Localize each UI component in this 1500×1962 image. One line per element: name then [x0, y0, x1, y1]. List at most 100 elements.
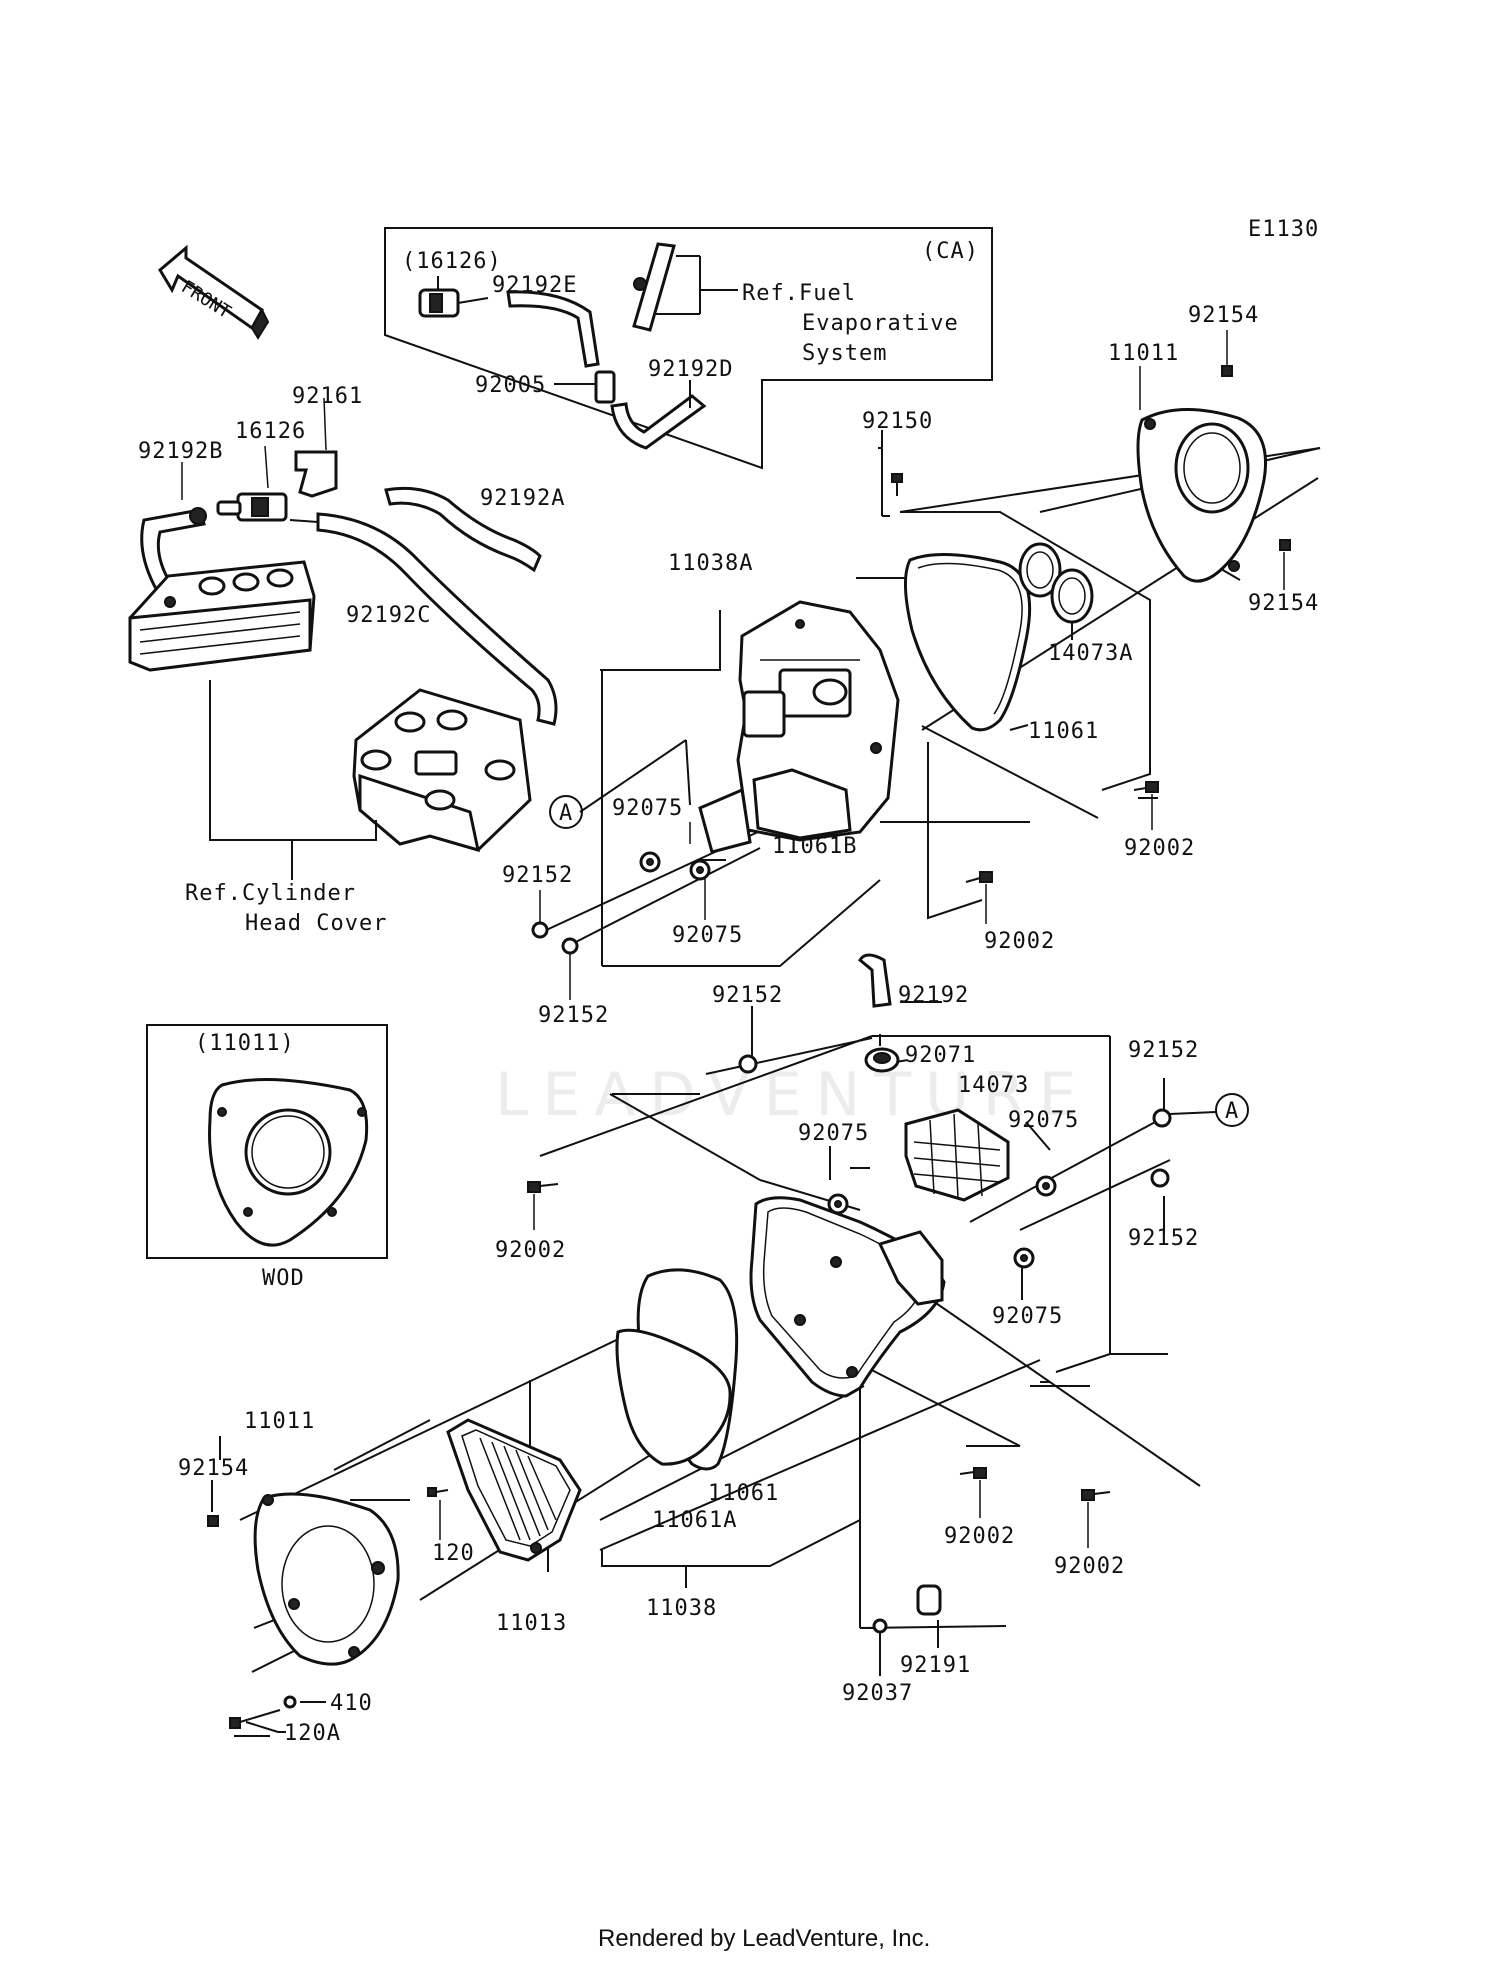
screw-92150-icon — [891, 473, 903, 496]
collar-92152-d-icon — [1152, 1108, 1172, 1128]
label-92002-b2: 92002 — [1054, 1554, 1125, 1579]
hose-e-icon — [506, 290, 600, 368]
label-92002-l: 92002 — [495, 1238, 566, 1263]
ref-cylinder-line1: Ref.Cylinder — [185, 881, 356, 906]
label-92154-top2: 92154 — [1248, 591, 1319, 616]
screw-92154-bottom-icon — [207, 1515, 219, 1527]
bolt-92002-r1-icon — [1133, 781, 1159, 830]
label-92075-c: 92075 — [798, 1121, 869, 1146]
screw-92154-top1-icon — [1221, 330, 1233, 377]
cylinder-head-cover-upper-icon — [128, 560, 316, 672]
collar-92152-c-icon — [738, 1054, 758, 1074]
callout-a-right: A — [1215, 1093, 1249, 1127]
label-92152-a: 92152 — [502, 863, 573, 888]
callout-a-right-text: A — [1225, 1099, 1239, 1124]
label-120: 120 — [432, 1541, 475, 1566]
label-11038A: 11038A — [668, 551, 753, 576]
washer-410-icon — [283, 1695, 297, 1709]
air-cleaner-base-upper-icon — [736, 600, 900, 842]
element-11061A-icon — [615, 1328, 732, 1466]
filter-14073-icon — [904, 1108, 1010, 1202]
label-92192B: 92192B — [138, 439, 223, 464]
filter-14073A-icon — [1018, 542, 1094, 624]
label-11061A: 11061A — [652, 1508, 737, 1533]
screw-120-icon — [427, 1487, 449, 1540]
hose-92192A-icon — [384, 486, 542, 573]
grommet-92075-a-icon — [639, 851, 661, 873]
air-cleaner-base-lower-icon — [749, 1196, 946, 1398]
label-92075-b: 92075 — [672, 923, 743, 948]
inset-ca-ref-line1: Ref.Fuel — [742, 281, 856, 306]
collar-92152-e-icon — [1150, 1168, 1170, 1188]
callout-a-left-text: A — [559, 801, 573, 826]
label-92002-b1: 92002 — [944, 1524, 1015, 1549]
ref-cylinder-line2: Head Cover — [245, 911, 387, 936]
inset-wod-tag: (11011) — [195, 1031, 295, 1056]
inset-wod: (11011) WOD — [146, 1024, 388, 1291]
bolt-92002-b1-icon — [959, 1467, 987, 1518]
label-92192A: 92192A — [480, 486, 565, 511]
bolt-92002-b2-icon — [1081, 1489, 1111, 1548]
inset-ca-ref-line2: Evaporative — [802, 311, 959, 336]
valve-icon — [418, 276, 489, 318]
label-11011-top: 11011 — [1108, 341, 1179, 366]
inset-wod-caption: WOD — [262, 1266, 305, 1291]
label-92192: 92192 — [898, 983, 969, 1008]
label-92002-r1: 92002 — [1124, 836, 1195, 861]
grommet-92075-e-icon — [1013, 1247, 1035, 1269]
label-92152-c: 92152 — [712, 983, 783, 1008]
label-92075-d: 92075 — [1008, 1108, 1079, 1133]
hose-92192C-icon — [316, 512, 558, 726]
label-92192C: 92192C — [346, 603, 431, 628]
label-410: 410 — [330, 1691, 373, 1716]
cover-11011-top-icon — [1136, 407, 1267, 583]
label-92150: 92150 — [862, 409, 933, 434]
label-92154-bot: 92154 — [178, 1456, 249, 1481]
gasket-11061B-icon — [698, 787, 752, 854]
screw-92154-top2-icon — [1279, 539, 1291, 590]
bracket-icon — [294, 450, 338, 498]
label-11061: 11061 — [708, 1481, 779, 1506]
bolt-92002-r2-icon — [965, 871, 993, 924]
front-arrow-icon: FRONT — [158, 244, 270, 340]
label-92152-d: 92152 — [1128, 1038, 1199, 1063]
hose-d-icon — [610, 394, 707, 450]
watermark-text: LEADVENTURE — [495, 1060, 1091, 1130]
label-11013: 11013 — [496, 1611, 567, 1636]
label-92161: 92161 — [292, 384, 363, 409]
inset-ca-fitting-label: 92005 — [475, 373, 546, 398]
grommet-92071-icon — [864, 1047, 900, 1073]
label-92075-a: 92075 — [612, 796, 683, 821]
inset-ca: (CA) (16126) 92192E 92005 92192D Ref.Fue… — [384, 227, 993, 470]
label-92191: 92191 — [900, 1653, 971, 1678]
screw-120A-icon — [229, 1709, 281, 1729]
bolt-92002-l-icon — [527, 1181, 559, 1230]
label-16126: 16126 — [235, 419, 306, 444]
grommet-92075-b-icon — [689, 859, 711, 881]
label-92037: 92037 — [842, 1681, 913, 1706]
label-92071: 92071 — [905, 1043, 976, 1068]
callout-a-left: A — [549, 795, 583, 829]
cover-11011-bottom-icon — [253, 1492, 400, 1666]
hose-92192-icon — [858, 953, 892, 1008]
inset-ca-ref-line3: System — [802, 341, 887, 366]
label-11061-top: 11061 — [1028, 719, 1099, 744]
cap-92191-icon — [916, 1584, 942, 1616]
label-14073: 14073 — [958, 1073, 1029, 1098]
label-14073A: 14073A — [1048, 641, 1133, 666]
label-92002-r2: 92002 — [984, 929, 1055, 954]
clamp-92037-icon — [872, 1618, 888, 1634]
label-11011-bot: 11011 — [244, 1409, 315, 1434]
element-11061-upper-icon — [903, 553, 1032, 732]
label-92154-top1: 92154 — [1188, 303, 1259, 328]
label-92075-e: 92075 — [992, 1304, 1063, 1329]
inset-ca-ref-label: (16126) — [402, 249, 502, 274]
grommet-92075-d-icon — [1035, 1175, 1057, 1197]
collar-92152-b-icon — [561, 937, 579, 1000]
inset-ca-tag: (CA) — [922, 239, 979, 264]
diagram-code: E1130 — [1248, 217, 1319, 242]
fitting-icon — [554, 370, 616, 404]
footer-credit: Rendered by LeadVenture, Inc. — [598, 1925, 930, 1952]
cylinder-head-cover-lower-icon — [352, 688, 532, 853]
